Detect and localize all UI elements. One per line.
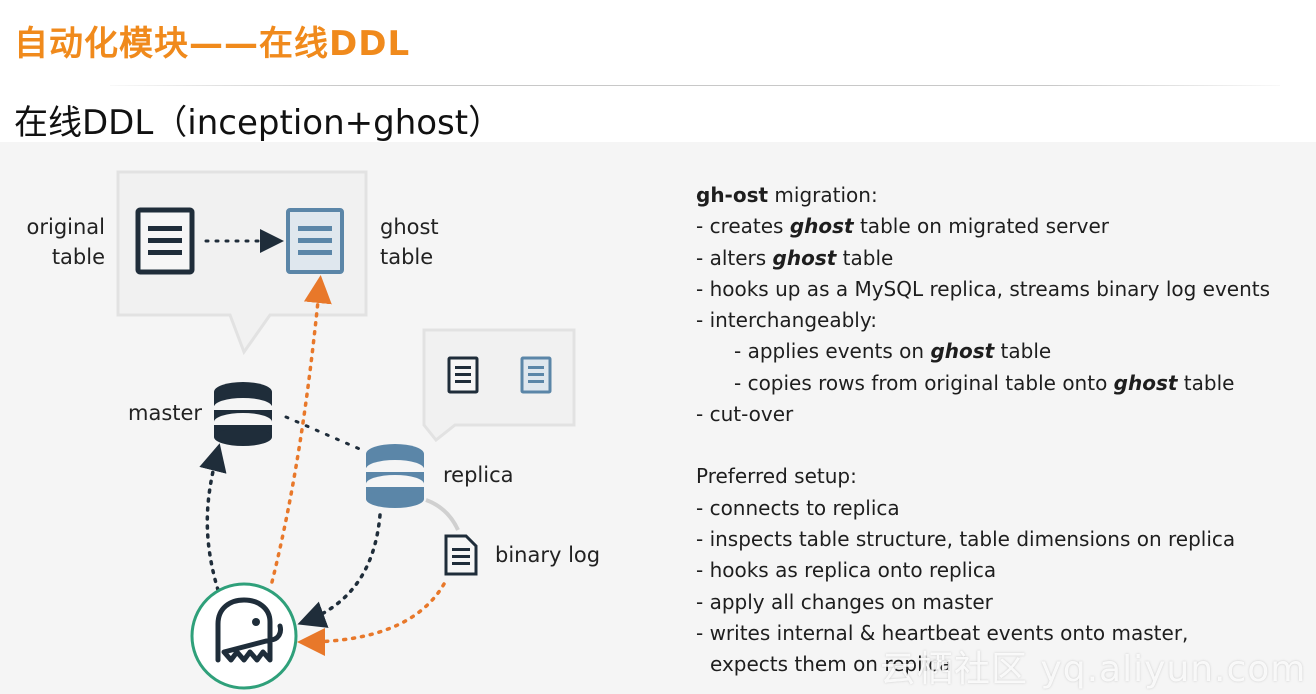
ghost-notes: gh-ost migration: - creates ghost table … [696,180,1306,680]
setup-step: - connects to replica [696,495,900,520]
migration-step: - alters ghost table [696,245,894,270]
binlog-to-ghost-arrow [297,582,446,656]
master-label: master [128,401,202,425]
replica-to-ghost-arrow [297,513,382,628]
migration-substep: - applies events on ghost table [734,339,1052,364]
title-divider [110,85,1280,86]
ghost-architecture-diagram: original table ghost table master [27,170,600,690]
setup-step: - hooks as replica onto replica [696,558,997,583]
slide-title: 自动化模块——在线DDL [14,24,411,64]
ghost-to-ghost-table-arrow [270,275,332,584]
setup-step: - apply all changes on master [696,589,993,614]
original-table-label-1: original [27,215,106,239]
migration-heading: gh-ost migration: [696,183,878,207]
ghost-table-label-2: table [380,245,433,269]
binary-log-label: binary log [495,543,600,567]
master-database-icon [214,382,272,446]
replica-original-table-icon [447,356,479,394]
gh-ost-logo-icon [190,582,298,690]
binlog-connector [425,498,460,531]
original-table-label-2: table [52,245,105,269]
migration-step: - interchangeably: [696,308,877,333]
migration-step: - hooks up as a MySQL replica, streams b… [696,276,1271,301]
setup-step: - writes internal & heartbeat events ont… [696,620,1189,645]
replica-label: replica [443,463,514,487]
setup-step: expects them on replica [710,652,952,677]
replication-link [284,415,364,452]
setup-step: - inspects table structure, table dimens… [696,526,1236,551]
ghost-to-master-arrow [199,443,227,592]
replica-database-icon [366,444,424,508]
watermark: 云栖社区 yq.aliyun.com [880,649,1307,690]
ghost-table-label-1: ghost [380,215,439,239]
migration-substep: - copies rows from original table onto g… [734,370,1235,395]
migration-step: - cut-over [696,402,794,427]
replica-ghost-table-icon [520,356,552,394]
setup-heading: Preferred setup: [696,464,857,489]
migration-step: - creates ghost table on migrated server [696,214,1109,239]
original-table-icon [135,207,195,275]
ghost-table-icon [286,208,344,274]
binary-log-icon [444,534,478,576]
slide-subtitle: 在线DDL（inception+ghost） [14,103,503,143]
